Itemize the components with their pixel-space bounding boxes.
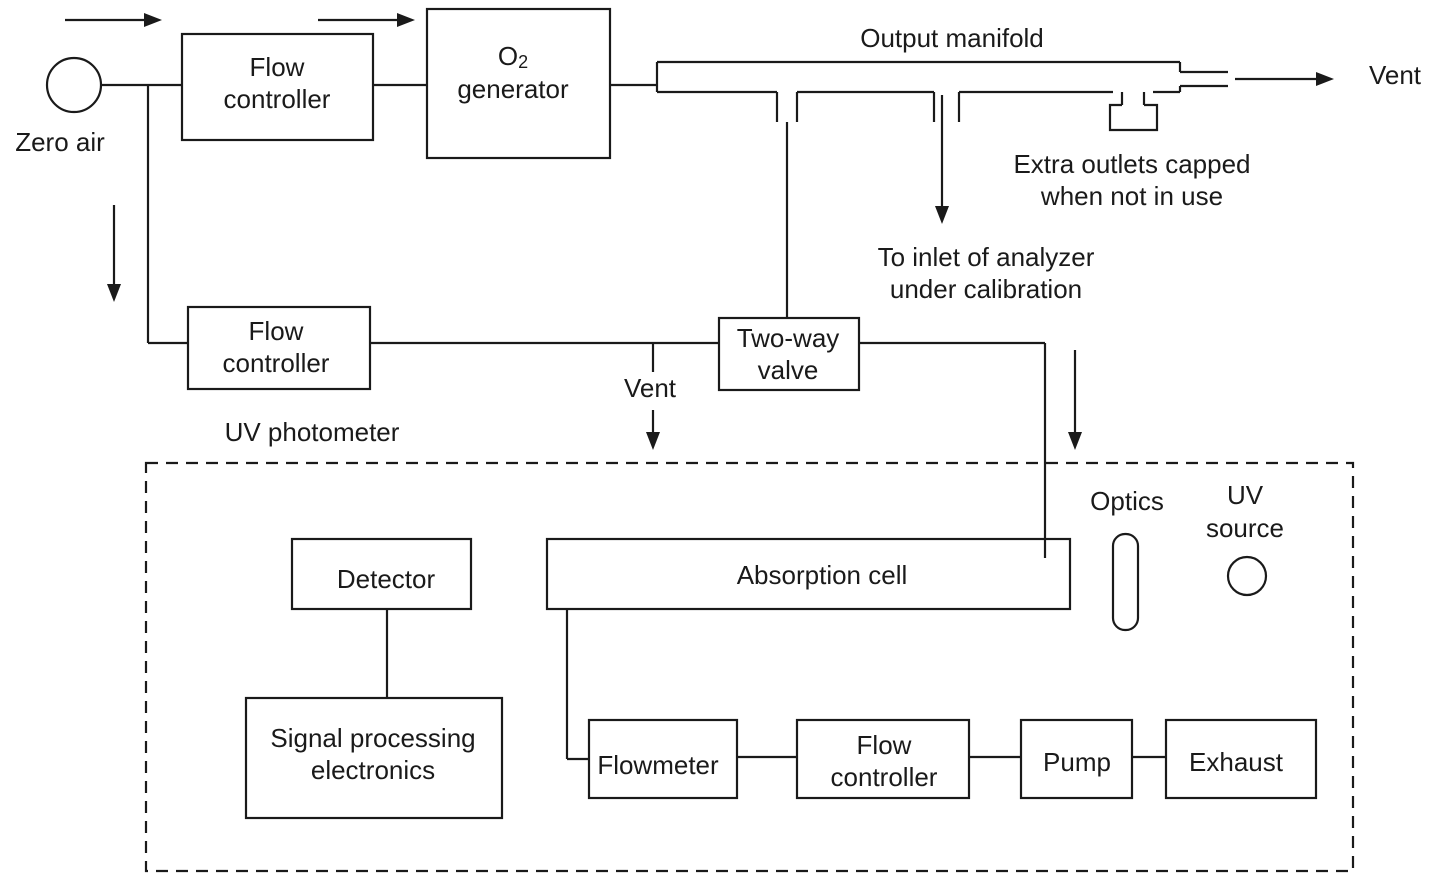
flowmeter-label: Flowmeter — [597, 750, 719, 780]
flow-controller-bottom: Flow controller — [795, 718, 971, 800]
uv-source-label-2: source — [1206, 513, 1284, 543]
flow-controller-top: Flow controller — [180, 32, 375, 142]
flowmeter: Flowmeter — [587, 718, 739, 800]
detector: Detector — [290, 537, 473, 611]
signal-processing-label-2: electronics — [311, 755, 435, 785]
flow-controller-middle-label-2: controller — [223, 348, 330, 378]
output-manifold — [655, 60, 1228, 122]
pump-label: Pump — [1043, 747, 1111, 777]
capped-outlet — [1108, 92, 1159, 132]
detector-label: Detector — [337, 564, 436, 594]
absorption-cell-label: Absorption cell — [737, 560, 908, 590]
signal-processing-electronics: Signal processing electronics — [244, 696, 504, 820]
optics: Optics — [1090, 486, 1164, 632]
arrow-down-photometer — [1068, 350, 1082, 450]
exhaust: Exhaust — [1164, 718, 1318, 800]
vent-middle-label: Vent — [624, 373, 677, 403]
flow-controller-bottom-label-1: Flow — [857, 730, 912, 760]
o2-generator: O2 generator — [425, 7, 612, 160]
uv-photometer-label: UV photometer — [225, 417, 400, 447]
arrow-down-analyzer — [935, 95, 949, 224]
zero-air-label: Zero air — [15, 127, 105, 157]
analyzer-inlet-label-2: under calibration — [890, 274, 1082, 304]
exhaust-label: Exhaust — [1189, 747, 1284, 777]
vent-right-label: Vent — [1369, 60, 1422, 90]
extra-outlets-label-2: when not in use — [1040, 181, 1223, 211]
o2-generator-label-1: O2 — [498, 41, 528, 72]
absorption-cell: Absorption cell — [545, 537, 1072, 611]
output-manifold-label: Output manifold — [860, 23, 1044, 53]
flow-controller-middle: Flow controller — [186, 305, 372, 391]
arrow-vent-right — [1235, 72, 1334, 86]
analyzer-inlet-label-1: To inlet of analyzer — [878, 242, 1095, 272]
two-way-valve-label-1: Two-way — [737, 323, 840, 353]
optics-label: Optics — [1090, 486, 1164, 516]
arrow-top-mid — [318, 13, 415, 27]
flow-controller-bottom-label-2: controller — [831, 762, 938, 792]
flow-controller-top-label-2: controller — [224, 84, 331, 114]
uv-source-lamp-icon — [1226, 555, 1268, 597]
flow-controller-top-label-1: Flow — [250, 52, 305, 82]
arrow-down-left — [107, 205, 121, 302]
signal-processing-label-1: Signal processing — [270, 723, 475, 753]
two-way-valve: Two-way valve — [717, 316, 861, 392]
arrow-down-vent-mid — [646, 410, 660, 450]
o2-generator-label-2: generator — [457, 74, 569, 104]
photometer-internal-lines — [385, 609, 1166, 761]
middle-gas-lines — [370, 341, 1047, 558]
extra-outlets-label-1: Extra outlets capped — [1013, 149, 1250, 179]
uv-photometer-enclosure — [144, 461, 1355, 873]
uv-source: UV source — [1206, 480, 1284, 597]
uv-source-label-1: UV — [1227, 480, 1264, 510]
top-gas-lines — [101, 83, 657, 345]
zero-air-inlet-icon — [45, 56, 103, 114]
two-way-valve-label-2: valve — [758, 355, 819, 385]
flow-controller-middle-label-1: Flow — [249, 316, 304, 346]
pump: Pump — [1019, 718, 1134, 800]
arrow-top-left — [65, 13, 162, 27]
